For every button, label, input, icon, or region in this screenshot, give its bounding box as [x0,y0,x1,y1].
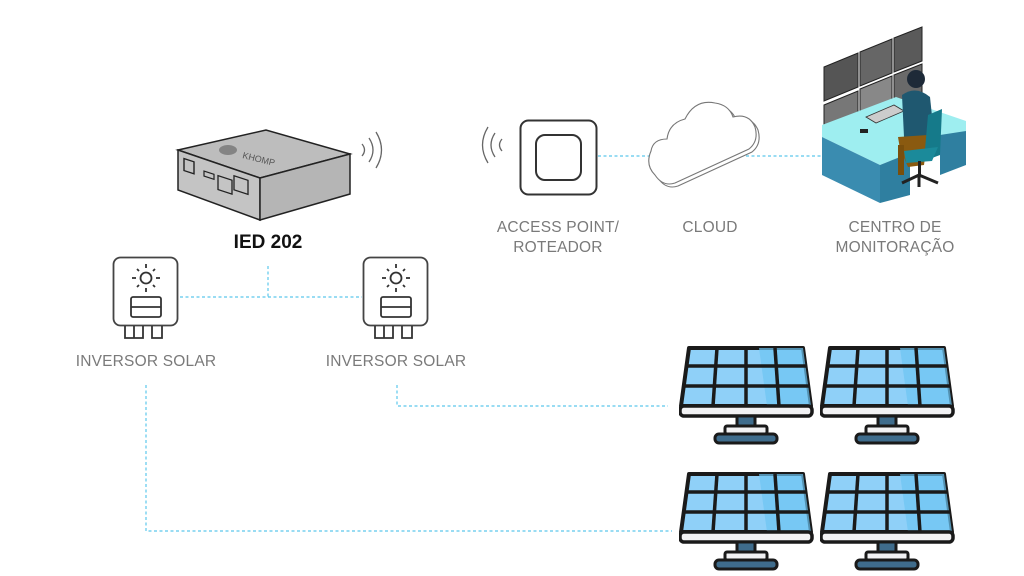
chair-icon [901,109,942,187]
solar-inverter-left [112,256,182,346]
inverter-left-label: INVERSOR SOLAR [75,353,217,370]
ethernet-port-icon [217,174,249,196]
solar-panel-icon [820,346,955,445]
access-point-device [519,119,598,196]
khomp-logo-icon [219,145,237,155]
monitoring-center-label: CENTRO DE MONITORAÇÃO [835,219,955,256]
cloud-icon [645,95,765,195]
sun-icon [132,264,160,292]
ied-label: IED 202 [233,232,303,253]
access-point-label: ACCESS POINT/ ROTEADOR [496,219,620,256]
inverter-right-label: INVERSOR SOLAR [325,353,467,370]
solar-panel-icon [679,472,814,571]
solar-inverter-right [362,256,432,346]
wireless-signal-icon [481,126,503,164]
solar-panel-icon [679,346,814,445]
connector-inverter-right-to-panels [396,385,668,407]
ied-device: KHOMP [170,128,360,228]
sun-icon [382,264,410,292]
wireless-signal-icon [361,131,383,169]
connector-inverter-left-to-panels [145,385,672,532]
solar-panel-icon [820,472,955,571]
monitoring-center-illustration [820,25,970,205]
cloud-label: CLOUD [682,219,738,236]
